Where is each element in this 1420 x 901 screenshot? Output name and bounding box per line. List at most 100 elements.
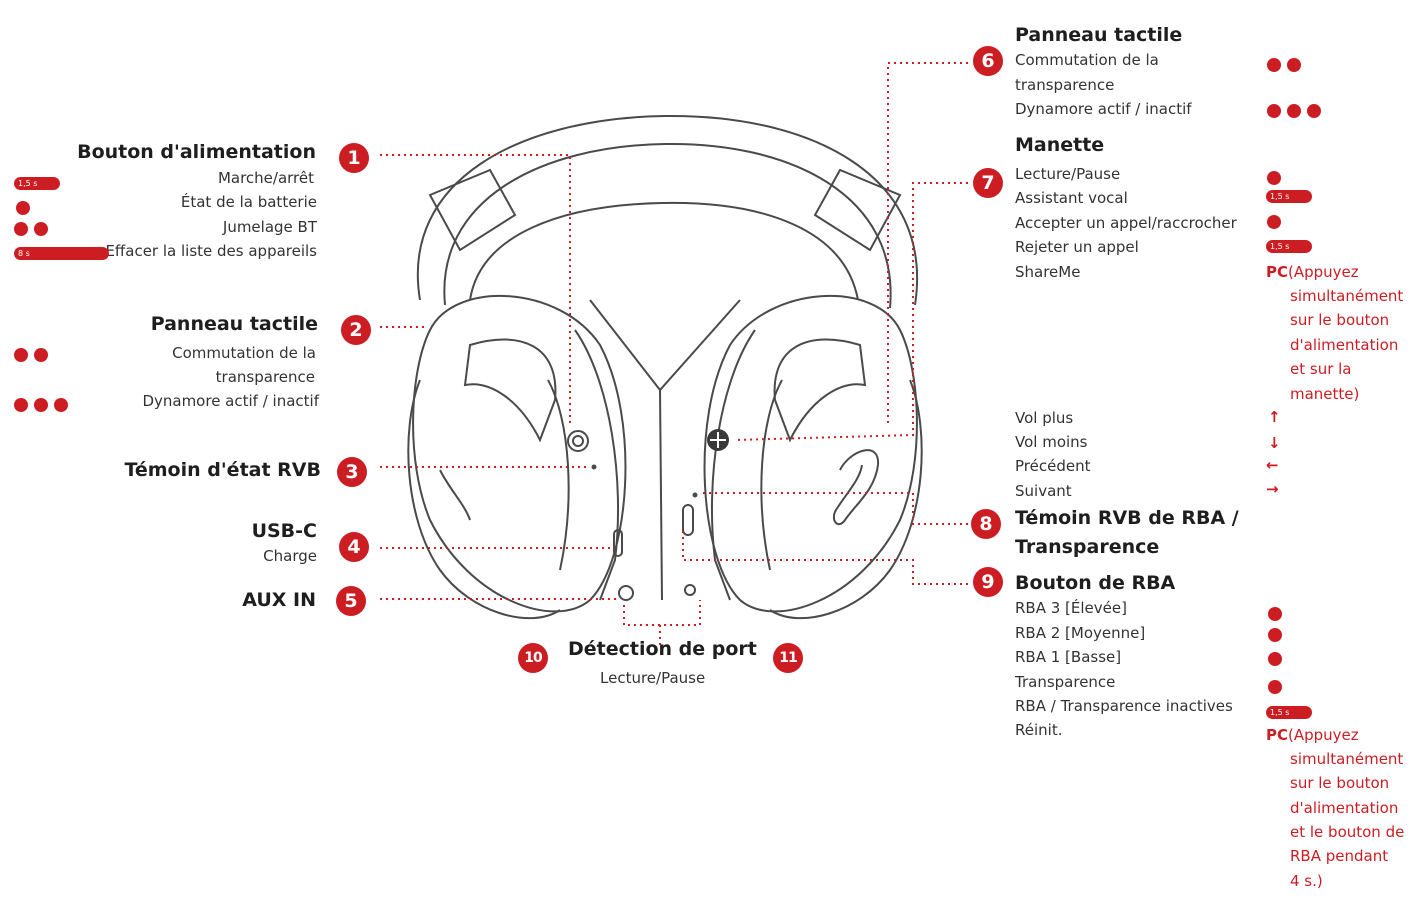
press-dot [16,201,30,215]
rgb-led-right [692,492,698,498]
pc-note-line: simultanément [1290,750,1404,768]
touch-right-line-2: transparence [1015,76,1115,94]
nav-line-4: Suivant [1015,482,1072,500]
joystick-line-5: ShareMe [1015,263,1081,281]
pc-label: PC [1266,726,1289,744]
callout-badge-8: 8 [971,509,1001,539]
tap-dot [1267,58,1281,72]
port-detection-title: Détection de port [568,638,757,660]
pc-note-line: sur le bouton [1290,774,1390,792]
tap-dot [34,398,48,412]
rba-line-5: RBA / Transparence inactives [1015,697,1233,715]
tap-dot [34,348,48,362]
touch-right-line-3: Dynamore actif / inactif [1015,100,1192,118]
touch-left-line-2: transparence [215,368,315,386]
tap-dot [1287,104,1301,118]
tap-dot [1287,58,1301,72]
aux-in-title: AUX IN [242,589,316,611]
rba-line-1: RBA 3 [Élevée] [1015,599,1127,617]
joystick-line-1: Lecture/Pause [1015,165,1121,183]
tap-dot [14,398,28,412]
touch-left-line-3: Dynamore actif / inactif [142,392,319,410]
touch-panel-right-title: Panneau tactile [1015,24,1183,46]
arrow-down-icon: ↓ [1268,434,1281,452]
power-line-2: État de la batterie [180,193,317,211]
callout-badge-4: 4 [339,532,369,562]
touch-left-line-1: Commutation de la [172,344,316,362]
rba-line-2: RBA 2 [Moyenne] [1015,624,1146,642]
joystick-line-4: Rejeter un appel [1015,238,1139,256]
press-dot [1268,628,1282,642]
rba-led-title-1: Témoin RVB de RBA / [1015,507,1239,529]
pc-note-line: d'alimentation [1290,799,1399,817]
usb-c-line: Charge [263,547,317,565]
pc-note-line: sur le bouton [1290,311,1390,329]
headphone-outline [407,114,923,620]
press-dot [1267,215,1281,229]
pc-note-line: et le bouton de [1290,823,1405,841]
press-dot [1268,652,1282,666]
rba-led-title-2: Transparence [1015,536,1160,558]
rba-line-3: RBA 1 [Basse] [1015,648,1122,666]
callout-badge-9: 9 [973,567,1003,597]
joystick-icon [707,429,729,451]
rgb-status-led-title: Témoin d'état RVB [124,459,321,481]
press-duration-pill: 1,5 s [1266,240,1312,253]
press-duration-pill: 1,5 s [14,177,60,190]
arrow-up-icon: ↑ [1268,408,1281,426]
touch-right-line-1: Commutation de la [1015,51,1159,69]
power-line-3: Jumelage BT [222,218,317,236]
pc-label: PC [1266,263,1289,281]
press-duration-pill: 1,5 s [1266,706,1312,719]
rba-line-4: Transparence [1015,673,1116,691]
callout-badge-5: 5 [336,586,366,616]
rba-button-title: Bouton de RBA [1015,572,1176,594]
port-detection-line: Lecture/Pause [600,669,706,687]
press-dot [14,222,28,236]
power-line-4: Effacer la liste des appareils [105,242,317,260]
arrow-left-icon: ← [1266,456,1279,474]
callout-badge-1: 1 [339,143,369,173]
pc-note-line: RBA pendant [1290,847,1389,865]
rgb-led-left [591,464,597,470]
usb-c-title: USB-C [251,520,317,542]
pc-note-line: (Appuyez [1288,726,1359,744]
rba-line-6: Réinit. [1015,721,1063,739]
leader-lines [380,62,968,645]
callout-badge-11: 11 [773,643,803,673]
press-dot [34,222,48,236]
nav-line-1: Vol plus [1015,409,1074,427]
press-dot [1267,171,1281,185]
callout-badge-7: 7 [973,168,1003,198]
joystick-line-2: Assistant vocal [1015,189,1128,207]
tap-dot [1307,104,1321,118]
pc-note-line: d'alimentation [1290,336,1399,354]
tap-dot [1267,104,1281,118]
press-duration-pill: 8 s [14,247,109,260]
arrow-right-icon: → [1266,480,1279,498]
pc-note-line: manette) [1290,385,1360,403]
nav-line-3: Précédent [1015,457,1091,475]
touch-panel-left-title: Panneau tactile [150,313,318,335]
pc-note-line: simultanément [1290,287,1404,305]
callout-badge-10: 10 [518,643,548,673]
callout-badge-3: 3 [337,457,367,487]
tap-dot [54,398,68,412]
power-line-1: Marche/arrêt [217,169,314,187]
callout-badge-2: 2 [341,315,371,345]
pc-note-line: 4 s.) [1290,872,1323,890]
joystick-title: Manette [1015,134,1105,156]
press-dot [1268,680,1282,694]
power-button-title: Bouton d'alimentation [77,141,316,163]
pc-note-line: (Appuyez [1288,263,1359,281]
joystick-line-3: Accepter un appel/raccrocher [1015,214,1237,232]
callout-badge-6: 6 [973,46,1003,76]
tap-dot [14,348,28,362]
rba-pc-note: PC(Appuyez [1266,723,1359,747]
press-duration-pill: 1,5 s [1266,190,1312,203]
pc-note-line: et sur la [1290,360,1352,378]
joystick-pc-note: PC(Appuyez [1266,260,1359,284]
press-dot [1268,607,1282,621]
nav-line-2: Vol moins [1015,433,1088,451]
